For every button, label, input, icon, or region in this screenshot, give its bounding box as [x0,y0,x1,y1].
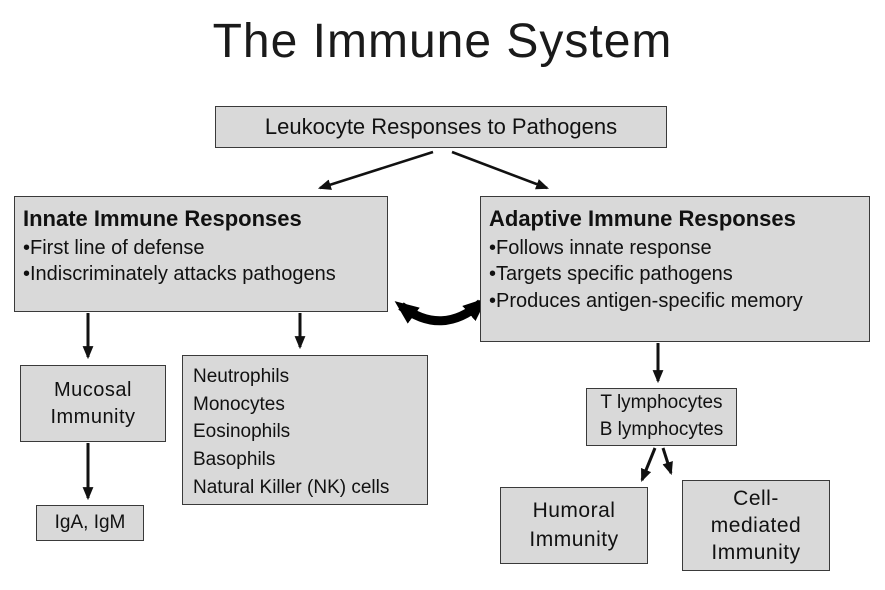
mucosal-label-line: Mucosal [54,378,132,401]
iga-igm-box: IgA, IgM [36,505,144,541]
adaptive-bullet: •Follows innate response [489,237,712,260]
arrow-root-to-innate [317,150,434,190]
diagram-title: The Immune System [212,15,673,68]
leukocyte-type: Basophils [193,449,276,471]
adaptive-title: Adaptive Immune Responses [489,206,796,231]
cell-mediated-label-line: mediated [710,513,802,537]
double-arrow-innate-adaptive [394,297,488,326]
leukocyte-responses-label: Leukocyte Responses to Pathogens [264,114,618,139]
adaptive-bullet: •Targets specific pathogens [489,263,733,286]
lymphocyte-line: T lymphocytes [600,392,723,414]
leukocyte-type: Natural Killer (NK) cells [193,476,390,498]
lymphocyte-line: B lymphocytes [599,419,724,440]
mucosal-immunity-box: Mucosal Immunity [20,365,166,442]
humoral-label-line: Immunity [529,527,619,551]
leukocyte-responses-box: Leukocyte Responses to Pathogens [215,106,667,148]
leukocyte-type: Eosinophils [193,421,291,443]
leukocyte-type: Monocytes [193,393,285,415]
lymphocytes-box: T lymphocytes B lymphocytes [586,388,737,446]
cell-mediated-label-line: Immunity [711,541,801,565]
mucosal-label-line: Immunity [50,405,136,428]
leukocyte-type: Neutrophils [193,366,290,387]
innate-bullet: •First line of defense [23,237,205,260]
arrow-lymphocytes-to-humoral [640,447,657,483]
arrow-lymphocytes-to-cell-mediated [661,447,673,476]
cell-mediated-immunity-box: Cell- mediated Immunity [682,480,830,571]
cell-mediated-label-line: Cell- [733,486,779,510]
innate-bullet: •Indiscriminately attacks pathogens [23,263,336,286]
leukocyte-types-box: Neutrophils Monocytes Eosinophils Basoph… [182,355,428,505]
innate-title: Innate Immune Responses [23,206,302,231]
adaptive-responses-box: Adaptive Immune Responses •Follows innat… [480,196,870,342]
humoral-immunity-box: Humoral Immunity [500,487,648,564]
arrow-root-to-adaptive [451,150,550,190]
innate-responses-box: Innate Immune Responses •First line of d… [14,196,388,312]
iga-igm-label: IgA, IgM [54,512,126,533]
humoral-label-line: Humoral [532,499,616,523]
adaptive-bullet: •Produces antigen-specific memory [489,289,803,312]
